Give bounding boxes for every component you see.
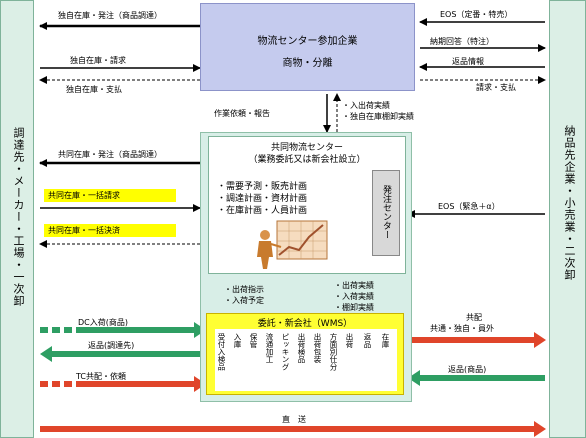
wms-box: 委託・新会社（WMS） 受付入検品 入庫 保管 流通加工 ピッキング 出荷検品 … — [206, 313, 404, 395]
returns-goods-arrow — [408, 370, 545, 386]
returns-goods-label: 返品(商品) — [448, 365, 487, 374]
order-center-box: 発注センター — [372, 170, 400, 256]
shared-stock-order-label: 共同在庫・発注（商品調達） — [58, 150, 162, 159]
center-functions: ・需要予測・販売計画 ・調達計画・資材計画 ・在庫計画・人員計画 — [217, 181, 307, 217]
joint-delivery-label: 共配 — [466, 313, 482, 322]
wms-process: 入庫 — [233, 333, 242, 348]
own-stock-payment-label: 独自在庫・支払 — [66, 85, 122, 94]
eos-urgent-label: EOS（緊急＋α） — [438, 202, 500, 211]
returns-supplier-arrow — [40, 346, 202, 362]
wms-process: 在庫 — [381, 333, 390, 348]
shared-bulk-settlement-label: 共同在庫・一括決済 — [44, 224, 176, 237]
wms-process-panel: 受付入検品 入庫 保管 流通加工 ピッキング 出荷検品 出荷包装 方面別仕分 出… — [215, 329, 397, 391]
wms-process: 保管 — [249, 333, 258, 348]
wms-process: 受付入検品 — [217, 333, 226, 371]
supplier-panel: 調達先・メーカー・工場・一次卸 — [0, 0, 34, 438]
customer-label: 納品先企業・小売業・二次卸 — [563, 125, 576, 281]
wms-process: 出荷検品 — [297, 333, 306, 363]
wms-process: 方面別仕分 — [329, 333, 338, 371]
wms-process: ピッキング — [281, 333, 290, 371]
direct-delivery-arrow — [40, 421, 546, 437]
receipt-results-label: ・入出荷実績 — [342, 101, 390, 110]
function-item: ・在庫計画・人員計画 — [217, 206, 308, 216]
participants-title: 物流センター参加企業 — [257, 36, 358, 47]
shipping-results-label: ・出荷実績 — [334, 281, 374, 290]
participants-subtitle: 商物・分離 — [282, 58, 333, 69]
wms-title: 委託・新会社（WMS） — [257, 319, 353, 329]
receiving-plan-label: ・入荷予定 — [224, 296, 264, 305]
joint-delivery-arrow — [408, 332, 546, 348]
wms-process: 流通加工 — [265, 333, 274, 363]
returns-supplier-label: 返品(調達先) — [88, 341, 135, 350]
receiving-results-label: ・入荷実績 — [334, 292, 374, 301]
function-item: ・需要予測・販売計画 — [217, 182, 308, 192]
center-title: 共同物流センター — [270, 143, 343, 153]
own-stock-invoice-label: 独自在庫・請求 — [70, 56, 126, 65]
function-item: ・調達計画・資材計画 — [217, 194, 308, 204]
wms-process: 出荷包装 — [313, 333, 322, 363]
delivery-response-label: 納期回答（特注） — [430, 37, 494, 46]
eos-regular-label: EOS（定番・特売） — [440, 10, 513, 19]
dc-receiving-label: DC入荷(商品) — [78, 318, 128, 327]
supplier-label: 調達先・メーカー・工場・一次卸 — [12, 127, 25, 307]
order-center-label: 発注センター — [381, 185, 391, 239]
wms-process: 出荷 — [345, 333, 354, 348]
direct-delivery-label: 直 送 — [282, 415, 306, 424]
own-stock-inventory-label: ・独自在庫棚卸実績 — [342, 112, 414, 121]
customer-panel: 納品先企業・小売業・二次卸 — [549, 0, 586, 438]
shipping-instruction-label: ・出荷指示 — [224, 285, 264, 294]
wms-process: 返品 — [363, 333, 372, 348]
tc-request-label: TC共配・依頼 — [76, 372, 127, 381]
shared-bulk-invoice-label: 共同在庫・一括請求 — [44, 189, 176, 202]
center-subtitle: （業務委託又は新会社設立） — [248, 155, 366, 165]
chart-person-icon — [257, 220, 328, 269]
invoice-payment-label: 請求・支払 — [476, 83, 516, 92]
participants-box: 物流センター参加企業 商物・分離 — [200, 3, 415, 91]
work-request-label: 作業依頼・報告 — [214, 109, 270, 118]
inventory-results-label: ・棚卸実績 — [334, 303, 374, 312]
joint-delivery-detail-label: 共通・独自・員外 — [430, 324, 494, 333]
own-stock-order-label: 独自在庫・発注（商品調達） — [58, 11, 162, 20]
return-info-label: 返品情報 — [452, 57, 484, 66]
